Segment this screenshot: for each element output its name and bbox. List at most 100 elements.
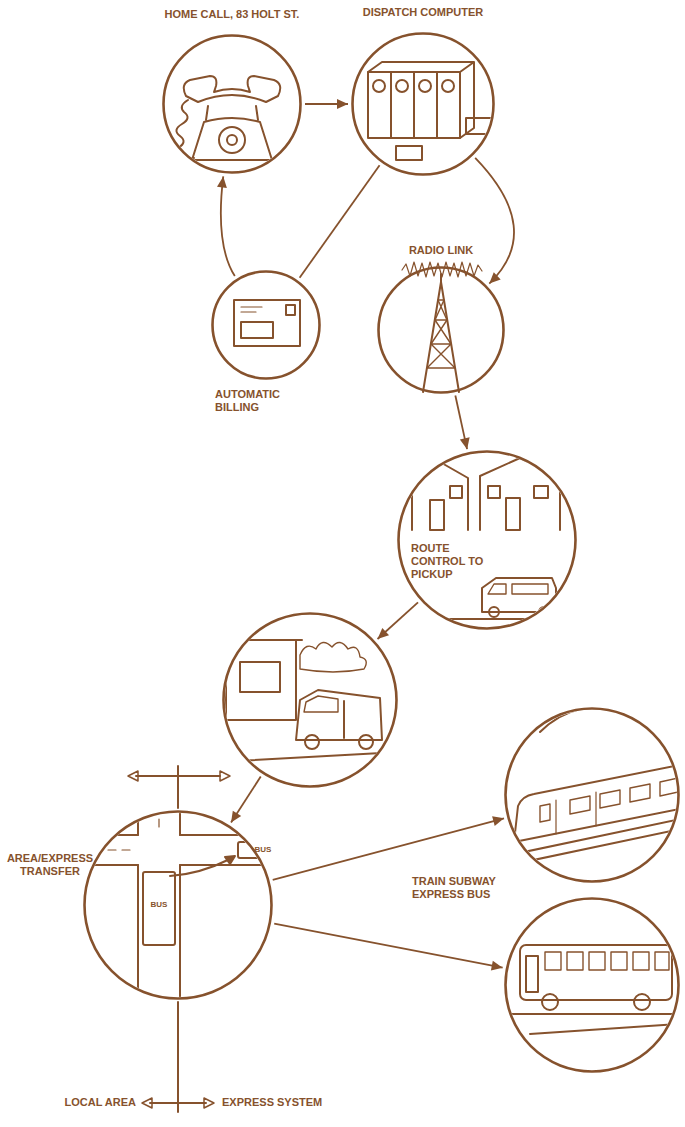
circle-border bbox=[506, 899, 679, 1072]
node-heading: RADIO LINK bbox=[381, 244, 501, 257]
node-heading: AUTOMATIC BILLING bbox=[215, 388, 299, 414]
house-window bbox=[450, 486, 462, 498]
flow-connector bbox=[300, 165, 380, 278]
van-wheel bbox=[305, 735, 319, 749]
computer-cabinet-top bbox=[368, 62, 474, 138]
radio-circle: RADIO LINK bbox=[377, 266, 505, 394]
circle-border bbox=[506, 709, 679, 882]
bus-windows bbox=[545, 952, 669, 970]
computer bbox=[368, 62, 492, 160]
computer-dividers bbox=[391, 72, 437, 138]
bus-wheel bbox=[542, 994, 558, 1010]
node-heading: TRAIN SUBWAY EXPRESS BUS bbox=[412, 875, 496, 901]
phone-circle: HOME CALL, 83 HOLT ST. bbox=[162, 34, 302, 174]
bus-outline bbox=[238, 842, 288, 858]
transfer-arrow bbox=[170, 859, 230, 876]
bus-label: BUS bbox=[143, 898, 175, 912]
bushes bbox=[300, 642, 366, 672]
transfer-arrowhead bbox=[225, 856, 235, 864]
van-window bbox=[304, 696, 338, 712]
house-window bbox=[534, 486, 548, 498]
circle-border bbox=[224, 614, 397, 787]
van-door bbox=[343, 701, 345, 738]
area-label: LOCAL AREA bbox=[8, 1096, 136, 1109]
node-heading: AREA/EXPRESS TRANSFER bbox=[3, 852, 97, 878]
street-edge bbox=[400, 618, 576, 620]
house-door bbox=[430, 500, 444, 530]
house-window bbox=[240, 662, 280, 692]
express-bus bbox=[505, 945, 680, 1034]
road-vertical bbox=[138, 800, 180, 1010]
pickup-scene bbox=[220, 640, 400, 762]
pickup-circle bbox=[222, 612, 398, 788]
circle-border bbox=[164, 36, 301, 173]
tape-reel bbox=[373, 80, 385, 92]
house bbox=[480, 458, 560, 530]
bus-wheel bbox=[634, 994, 650, 1010]
area-arrow-top bbox=[136, 766, 220, 808]
bus-label: BUS bbox=[238, 843, 288, 857]
flow-connector bbox=[231, 777, 261, 823]
circle-outline bbox=[222, 612, 398, 788]
circle-outline bbox=[162, 34, 302, 174]
phone-cradle bbox=[206, 106, 258, 120]
tower-legs bbox=[423, 282, 459, 392]
arrowhead-end bbox=[491, 961, 503, 971]
envelope bbox=[234, 300, 300, 346]
arrowhead-end bbox=[489, 272, 500, 283]
circle-border bbox=[213, 272, 320, 379]
bus-circle: TRAIN SUBWAY EXPRESS BUS bbox=[504, 897, 680, 1073]
circle-outline bbox=[377, 266, 505, 394]
radio-tower bbox=[402, 262, 482, 392]
area-arrowheads-bottom bbox=[142, 1098, 214, 1108]
train-circle bbox=[504, 707, 680, 883]
arrowhead-end bbox=[231, 811, 241, 823]
tape-reel bbox=[442, 80, 454, 92]
flow-connector bbox=[221, 176, 235, 276]
flow-connector bbox=[475, 158, 514, 284]
van-wheel bbox=[359, 735, 373, 749]
house-door bbox=[506, 498, 520, 530]
arrowhead-end bbox=[460, 437, 470, 449]
telephone bbox=[175, 76, 280, 160]
van-windows bbox=[488, 584, 548, 594]
arrowhead-end bbox=[217, 176, 227, 188]
tape-reel bbox=[396, 80, 408, 92]
circle-outline bbox=[83, 810, 273, 1000]
circle-border bbox=[399, 452, 576, 629]
terminal-box bbox=[396, 146, 422, 160]
circle-outline bbox=[397, 450, 577, 630]
envelope-window bbox=[241, 322, 273, 338]
flow-connector bbox=[274, 924, 502, 968]
route-circle: ROUTE CONTROL TO PICKUP bbox=[397, 450, 577, 630]
phone-base bbox=[192, 118, 272, 160]
flow-connector bbox=[273, 818, 504, 879]
house-window bbox=[488, 486, 500, 498]
envelope-stamp bbox=[286, 305, 295, 315]
road-edge bbox=[505, 1014, 680, 1034]
van-wheel bbox=[489, 607, 499, 617]
envelope-lines bbox=[241, 307, 262, 312]
computer-cabinet bbox=[368, 72, 460, 138]
van bbox=[296, 690, 382, 740]
transfer-circle: AREA/EXPRESS TRANSFERBUSBUS bbox=[83, 810, 273, 1000]
circle-outline bbox=[504, 707, 680, 883]
intersection bbox=[80, 800, 288, 1010]
phone-handset bbox=[184, 76, 281, 102]
node-heading: DISPATCH COMPUTER bbox=[323, 6, 523, 19]
area-arrow-bottom bbox=[150, 1002, 206, 1112]
train-windows bbox=[540, 778, 678, 822]
circle-border bbox=[353, 34, 494, 175]
node-heading: HOME CALL, 83 HOLT ST. bbox=[122, 8, 342, 21]
area-arrowheads-top bbox=[128, 771, 230, 781]
computer-circle: DISPATCH COMPUTER bbox=[351, 32, 495, 176]
road-center bbox=[80, 805, 159, 850]
circle-border bbox=[85, 812, 272, 999]
bus-door bbox=[526, 956, 538, 992]
arrowhead-end bbox=[378, 628, 390, 639]
circle-outline bbox=[211, 270, 321, 380]
